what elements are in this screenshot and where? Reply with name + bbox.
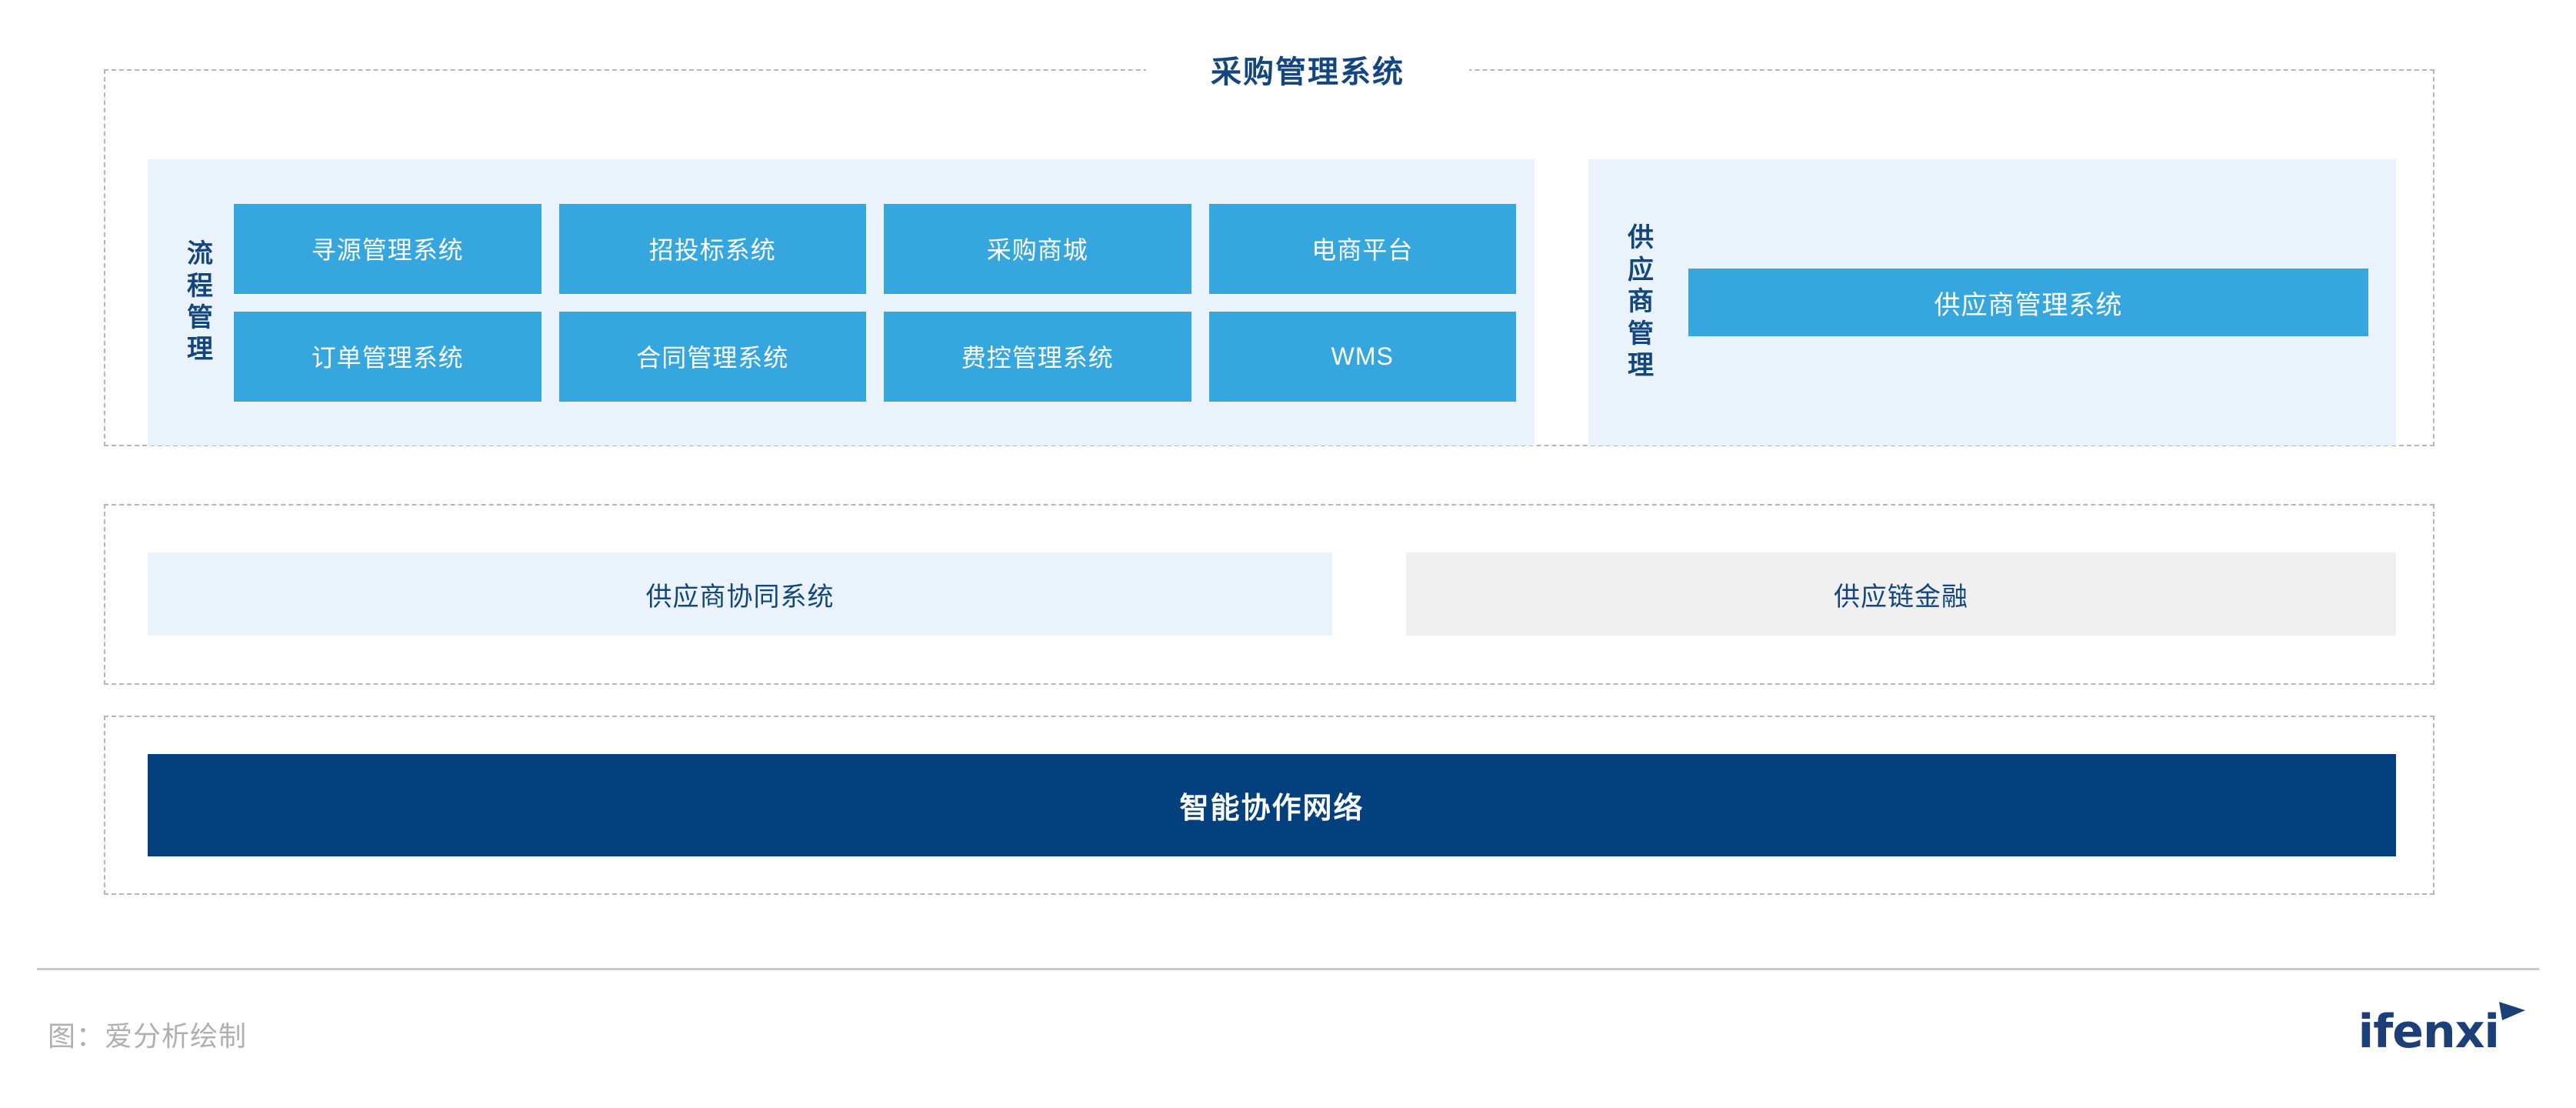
footer-source-note: 图：爱分析绘制: [48, 1020, 248, 1052]
card-wms[interactable]: WMS: [1208, 311, 1516, 402]
panel-label-supplier-management: 供应商管理: [1628, 223, 1654, 381]
arrow-icon: [2494, 1000, 2528, 1035]
panel-supplier-management: 供应商管理 供应商管理系统: [1588, 159, 2396, 446]
band-supply-chain-finance[interactable]: 供应链金融: [1406, 552, 2396, 636]
brand-logo-text: ifenxi: [2358, 1005, 2500, 1059]
card-supplier-management-system[interactable]: 供应商管理系统: [1688, 269, 2368, 336]
card-sourcing-management[interactable]: 寻源管理系统: [234, 203, 542, 294]
card-bidding-system[interactable]: 招投标系统: [558, 203, 866, 294]
footer-divider: [37, 968, 2539, 970]
page-title: 采购管理系统: [1146, 44, 1469, 95]
process-card-grid: 寻源管理系统 招投标系统 采购商城 电商平台 订单管理系统 合同管理系统 费控管…: [234, 203, 1535, 402]
panel-process-management: 流程管理 寻源管理系统 招投标系统 采购商城 电商平台 订单管理系统 合同管理系…: [148, 159, 1535, 446]
band-supplier-collaboration[interactable]: 供应商协同系统: [148, 552, 1332, 636]
panel-label-process-management: 流程管理: [187, 239, 213, 365]
group-box-collaboration-finance: [104, 504, 2434, 685]
card-expense-control[interactable]: 费控管理系统: [884, 311, 1191, 402]
card-ecommerce-platform[interactable]: 电商平台: [1208, 203, 1516, 294]
card-contract-management[interactable]: 合同管理系统: [558, 311, 866, 402]
card-order-management[interactable]: 订单管理系统: [234, 311, 542, 402]
brand-logo: ifenxi: [2358, 1000, 2528, 1055]
bar-intelligent-collaboration-network[interactable]: 智能协作网络: [148, 754, 2396, 856]
card-procurement-mall[interactable]: 采购商城: [884, 203, 1191, 294]
group-box-network: [104, 716, 2434, 895]
